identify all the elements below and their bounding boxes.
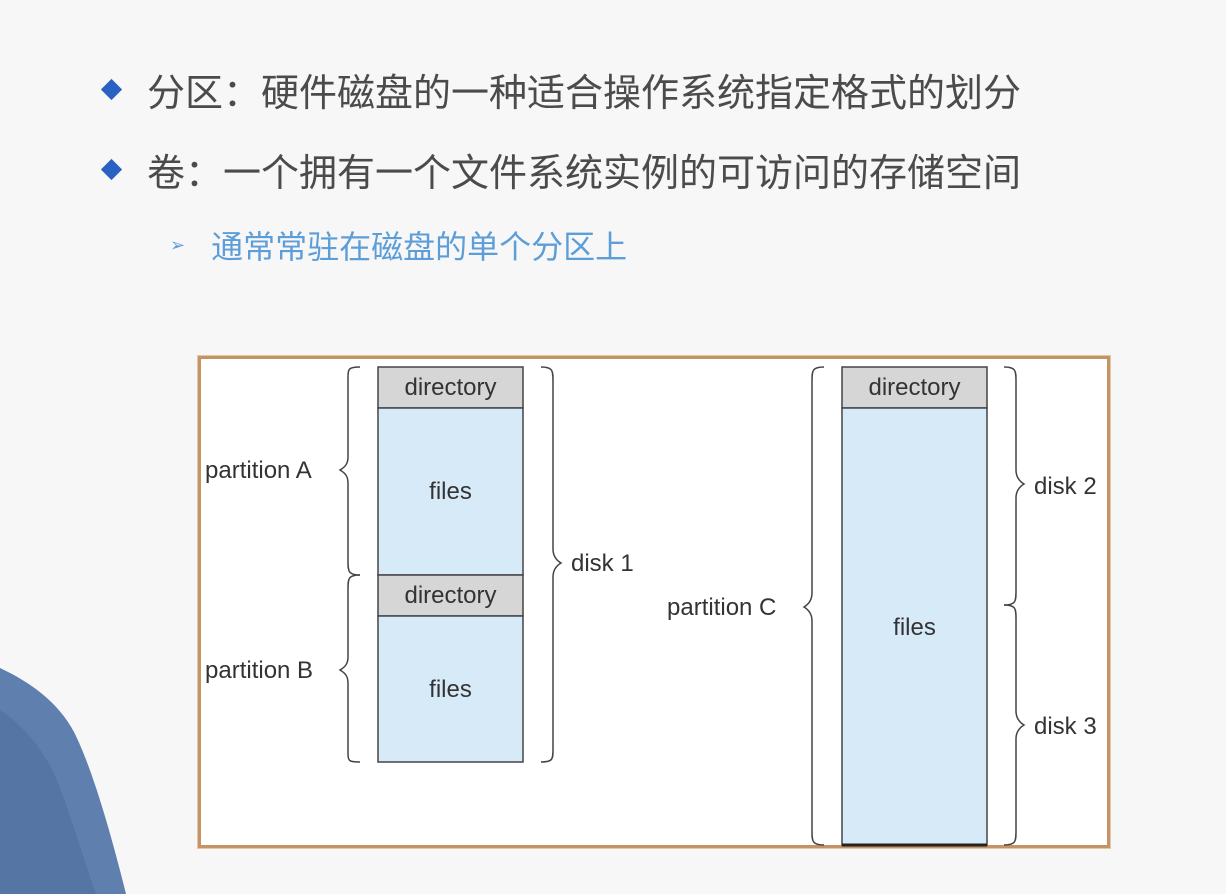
brace-disk-3 [1003,604,1026,846]
sub-bullet: ➢ 通常常驻在磁盘的单个分区上 [170,222,627,268]
files-label-c: files [893,614,936,641]
partition-diagram: directory files directory files partitio… [198,356,1110,848]
directory-block-c [841,366,988,409]
brace-disk-2 [1003,366,1026,606]
bullet-text: 卷：一个拥有一个文件系统实例的可访问的存储空间 [147,151,1022,195]
partition-b-label: partition B [205,657,313,684]
brace-disk-1 [540,366,563,763]
diamond-bullet-icon [100,158,123,181]
disk-2-label: disk 2 [1034,473,1097,500]
directory-label-c: directory [868,374,960,401]
brace-partition-c [802,366,825,846]
bullet-text: 分区：硬件磁盘的一种适合操作系统指定格式的划分 [147,71,1022,115]
partition-a-label: partition A [205,457,312,484]
bullet-volume: 卷：一个拥有一个文件系统实例的可访问的存储空间 [100,142,1021,197]
presenter-shoulder [0,668,126,894]
files-block-c [841,407,988,846]
diamond-bullet-icon [100,78,123,101]
brace-partition-a [338,366,361,576]
directory-label-a: directory [404,374,496,401]
disk-1-label: disk 1 [571,550,634,577]
directory-block-a [377,366,524,409]
arrow-bullet-icon: ➢ [170,234,186,256]
directory-label-b: directory [404,582,496,609]
files-block-a [377,407,524,576]
sub-bullet-text: 通常常驻在磁盘的单个分区上 [211,228,628,266]
brace-partition-b [338,574,361,763]
directory-block-b [377,574,524,617]
files-label-a: files [429,478,472,505]
disk-3-label: disk 3 [1034,713,1097,740]
bullet-partition: 分区：硬件磁盘的一种适合操作系统指定格式的划分 [100,62,1021,117]
files-label-b: files [429,676,472,703]
files-block-b [377,615,524,763]
partition-c-label: partition C [667,594,776,621]
diagram-canvas: directory files directory files partitio… [205,366,1097,847]
